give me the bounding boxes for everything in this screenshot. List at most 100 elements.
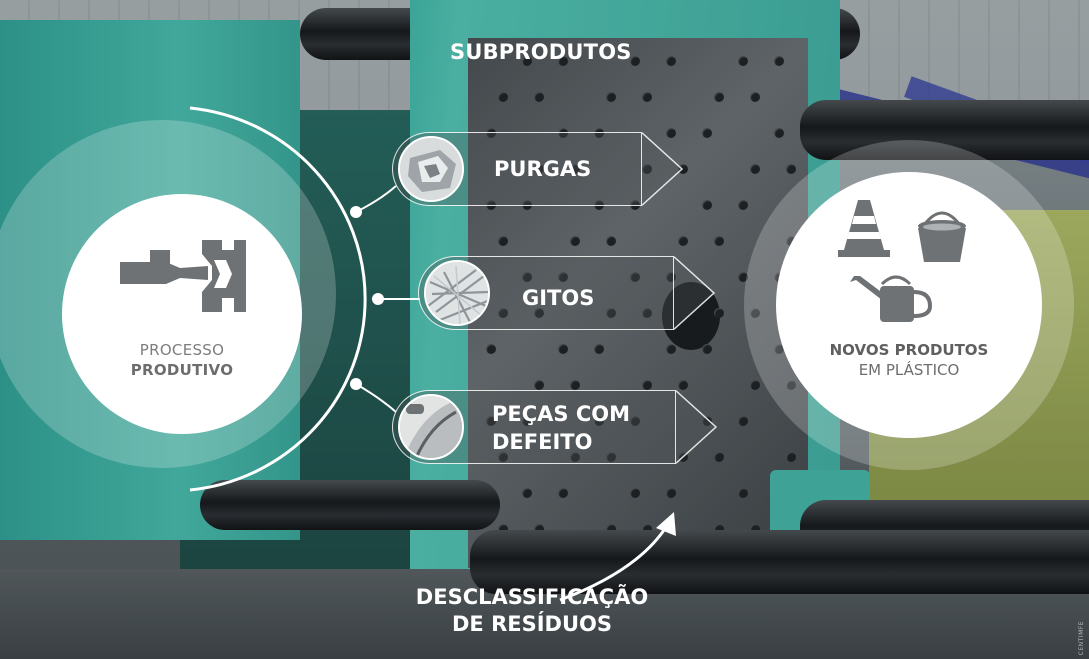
mould-hole — [678, 380, 688, 390]
mould-hole — [606, 308, 616, 318]
bottom-title-line1: DESCLASSIFICAÇÃO — [415, 585, 649, 609]
defective-part-thumbnail — [398, 394, 464, 460]
mould-hole — [498, 452, 508, 462]
mould-hole — [630, 488, 640, 498]
mould-hole — [702, 344, 712, 354]
mould-hole — [738, 488, 748, 498]
mould-hole — [534, 308, 544, 318]
tie-bar-right-top — [800, 100, 1089, 160]
mould-hole — [630, 56, 640, 66]
mould-hole — [750, 380, 760, 390]
tag-defeito-label: PEÇAS COM DEFEITO — [492, 400, 630, 456]
watermark: CENTIMFE — [1078, 620, 1085, 655]
mould-hole — [714, 308, 724, 318]
tag-purgas-tip — [642, 132, 684, 206]
connector-dot-3 — [350, 378, 362, 390]
mould-hole — [642, 164, 652, 174]
mould-hole — [606, 92, 616, 102]
tie-bar-left-bottom — [200, 480, 500, 530]
mould-hole — [738, 416, 748, 426]
mould-hole — [486, 128, 496, 138]
output-label-line1: NOVOS PRODUTOS — [829, 341, 989, 359]
mould-hole — [630, 416, 640, 426]
mould-hole — [642, 524, 652, 534]
mould-hole — [666, 488, 676, 498]
mould-hole — [594, 128, 604, 138]
connector-dot-1 — [350, 206, 362, 218]
mould-hole — [666, 128, 676, 138]
mould-hole — [774, 128, 784, 138]
mould-hole — [558, 272, 568, 282]
mould-hole — [570, 452, 580, 462]
mould-hole — [558, 488, 568, 498]
heading: SUBPRODUTOS — [450, 40, 632, 64]
mould-hole — [750, 92, 760, 102]
tag-defeito-line2: DEFEITO — [492, 430, 593, 454]
mould-hole — [666, 56, 676, 66]
tag-gitos-tip — [674, 256, 716, 330]
mould-hole — [558, 344, 568, 354]
mould-hole — [570, 164, 580, 174]
tag-defeito-tip — [676, 390, 718, 464]
mould-hole — [522, 488, 532, 498]
mould-hole — [786, 164, 796, 174]
mould-hole — [738, 56, 748, 66]
mould-hole — [606, 452, 616, 462]
mould-hole — [498, 308, 508, 318]
mould-hole — [714, 452, 724, 462]
tag-purgas-label: PURGAS — [494, 157, 592, 181]
mould-hole — [774, 344, 784, 354]
mould-hole — [522, 416, 532, 426]
mould-hole — [714, 236, 724, 246]
mould-hole — [522, 56, 532, 66]
mould-hole — [750, 164, 760, 174]
mould-hole — [666, 344, 676, 354]
tie-bar-bottom — [470, 530, 1089, 594]
mould-hole — [786, 452, 796, 462]
output-label-line2: EM PLÁSTICO — [858, 361, 960, 379]
process-circle — [62, 194, 302, 434]
mould-hole — [702, 128, 712, 138]
mould-hole — [486, 416, 496, 426]
mould-hole — [498, 524, 508, 534]
arrow-head — [656, 512, 676, 536]
bottom-title: DESCLASSIFICAÇÃO DE RESÍDUOS — [412, 584, 652, 638]
mould-hole — [486, 344, 496, 354]
mould-hole — [738, 272, 748, 282]
mould-hole — [498, 92, 508, 102]
sprue-thumbnail — [424, 260, 490, 326]
mould-hole — [774, 56, 784, 66]
mould-hole — [570, 236, 580, 246]
process-label-line1: PROCESSO — [139, 341, 225, 359]
mould-hole — [534, 164, 544, 174]
mould-hole — [630, 272, 640, 282]
mould-hole — [714, 524, 724, 534]
mould-hole — [558, 128, 568, 138]
process-label: PROCESSO PRODUTIVO — [62, 340, 302, 380]
traffic-cone-icon — [838, 200, 890, 257]
mould-hole — [642, 92, 652, 102]
mould-hole — [606, 524, 616, 534]
mould-hole — [750, 524, 760, 534]
tag-defeito-line1: PEÇAS COM — [492, 402, 630, 426]
mould-hole — [702, 200, 712, 210]
watering-can-icon — [850, 275, 933, 322]
connector-dot-2 — [372, 293, 384, 305]
mould-hole — [714, 92, 724, 102]
mould-hole — [786, 380, 796, 390]
purge-thumbnail — [398, 136, 464, 202]
mould-hole — [702, 416, 712, 426]
bottom-title-line2: DE RESÍDUOS — [451, 612, 612, 636]
mould-hole — [558, 56, 568, 66]
process-label-line2: PRODUTIVO — [130, 361, 234, 379]
extrusion-mould-icon — [120, 240, 246, 312]
tag-gitos-label: GITOS — [522, 286, 595, 310]
mould-hole — [738, 200, 748, 210]
mould-hole — [678, 236, 688, 246]
mould-hole — [534, 92, 544, 102]
output-label: NOVOS PRODUTOS EM PLÁSTICO — [776, 340, 1042, 380]
mould-hole — [534, 380, 544, 390]
mould-hole — [606, 236, 616, 246]
